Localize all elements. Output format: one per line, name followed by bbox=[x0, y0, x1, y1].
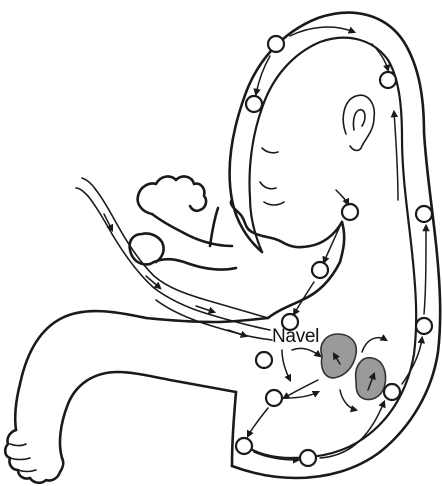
node-back-head bbox=[380, 72, 396, 88]
node-bottom bbox=[300, 450, 316, 466]
face-contour bbox=[231, 200, 342, 247]
arm-upper bbox=[152, 214, 232, 246]
foot bbox=[5, 430, 63, 483]
cord-flow-arrow-4 bbox=[228, 330, 246, 336]
lower-hand bbox=[130, 233, 164, 264]
node-lower-back bbox=[384, 384, 400, 400]
node-pelvis bbox=[236, 438, 252, 454]
calf bbox=[15, 384, 20, 430]
flow-navel-down bbox=[282, 350, 290, 380]
flow-down-left bbox=[284, 380, 318, 398]
node-chest bbox=[312, 262, 328, 278]
kidney-organ bbox=[356, 358, 386, 400]
eye bbox=[262, 148, 278, 153]
node-neck bbox=[342, 204, 358, 220]
node-head-top bbox=[268, 36, 284, 52]
node-mid-back bbox=[416, 318, 432, 334]
liver-organ bbox=[321, 334, 356, 378]
cord-end bbox=[76, 178, 96, 196]
organs bbox=[321, 334, 386, 400]
nose-mouth bbox=[260, 182, 284, 205]
node-upper-back bbox=[416, 206, 432, 222]
ear-outer bbox=[343, 95, 374, 150]
belly-contour bbox=[268, 262, 340, 318]
cord-strand-1 bbox=[96, 190, 268, 318]
neck-contour bbox=[340, 222, 344, 262]
shin bbox=[60, 372, 118, 458]
node-abdomen-left bbox=[266, 390, 282, 406]
loop-arrow-8 bbox=[424, 226, 426, 314]
node-navel bbox=[256, 352, 272, 368]
flow-to-liver bbox=[292, 348, 320, 356]
loop-arrow-5 bbox=[336, 190, 348, 204]
forearm bbox=[210, 208, 218, 246]
flow-down-right bbox=[340, 390, 356, 410]
node-forehead bbox=[246, 96, 262, 112]
thigh-top bbox=[146, 318, 268, 322]
head-back-contour bbox=[230, 13, 441, 478]
loop-arrow-6 bbox=[324, 226, 340, 262]
flow-upper-loop bbox=[362, 338, 386, 352]
ear-inner bbox=[353, 110, 365, 130]
loop-arrow-4 bbox=[394, 112, 398, 200]
ear bbox=[343, 95, 374, 150]
circulation-loop bbox=[236, 27, 432, 466]
arm-lower bbox=[150, 259, 236, 269]
loop-arrow-12 bbox=[248, 408, 268, 436]
loop-arrow-13 bbox=[286, 392, 318, 398]
loop-arrow-7 bbox=[294, 282, 314, 314]
fetus-outline bbox=[5, 13, 440, 483]
buttock bbox=[232, 392, 236, 466]
navel-label: Navel bbox=[272, 326, 319, 347]
upper-hand bbox=[138, 177, 206, 214]
thigh-bottom bbox=[118, 372, 236, 392]
toe-lines bbox=[10, 444, 36, 472]
